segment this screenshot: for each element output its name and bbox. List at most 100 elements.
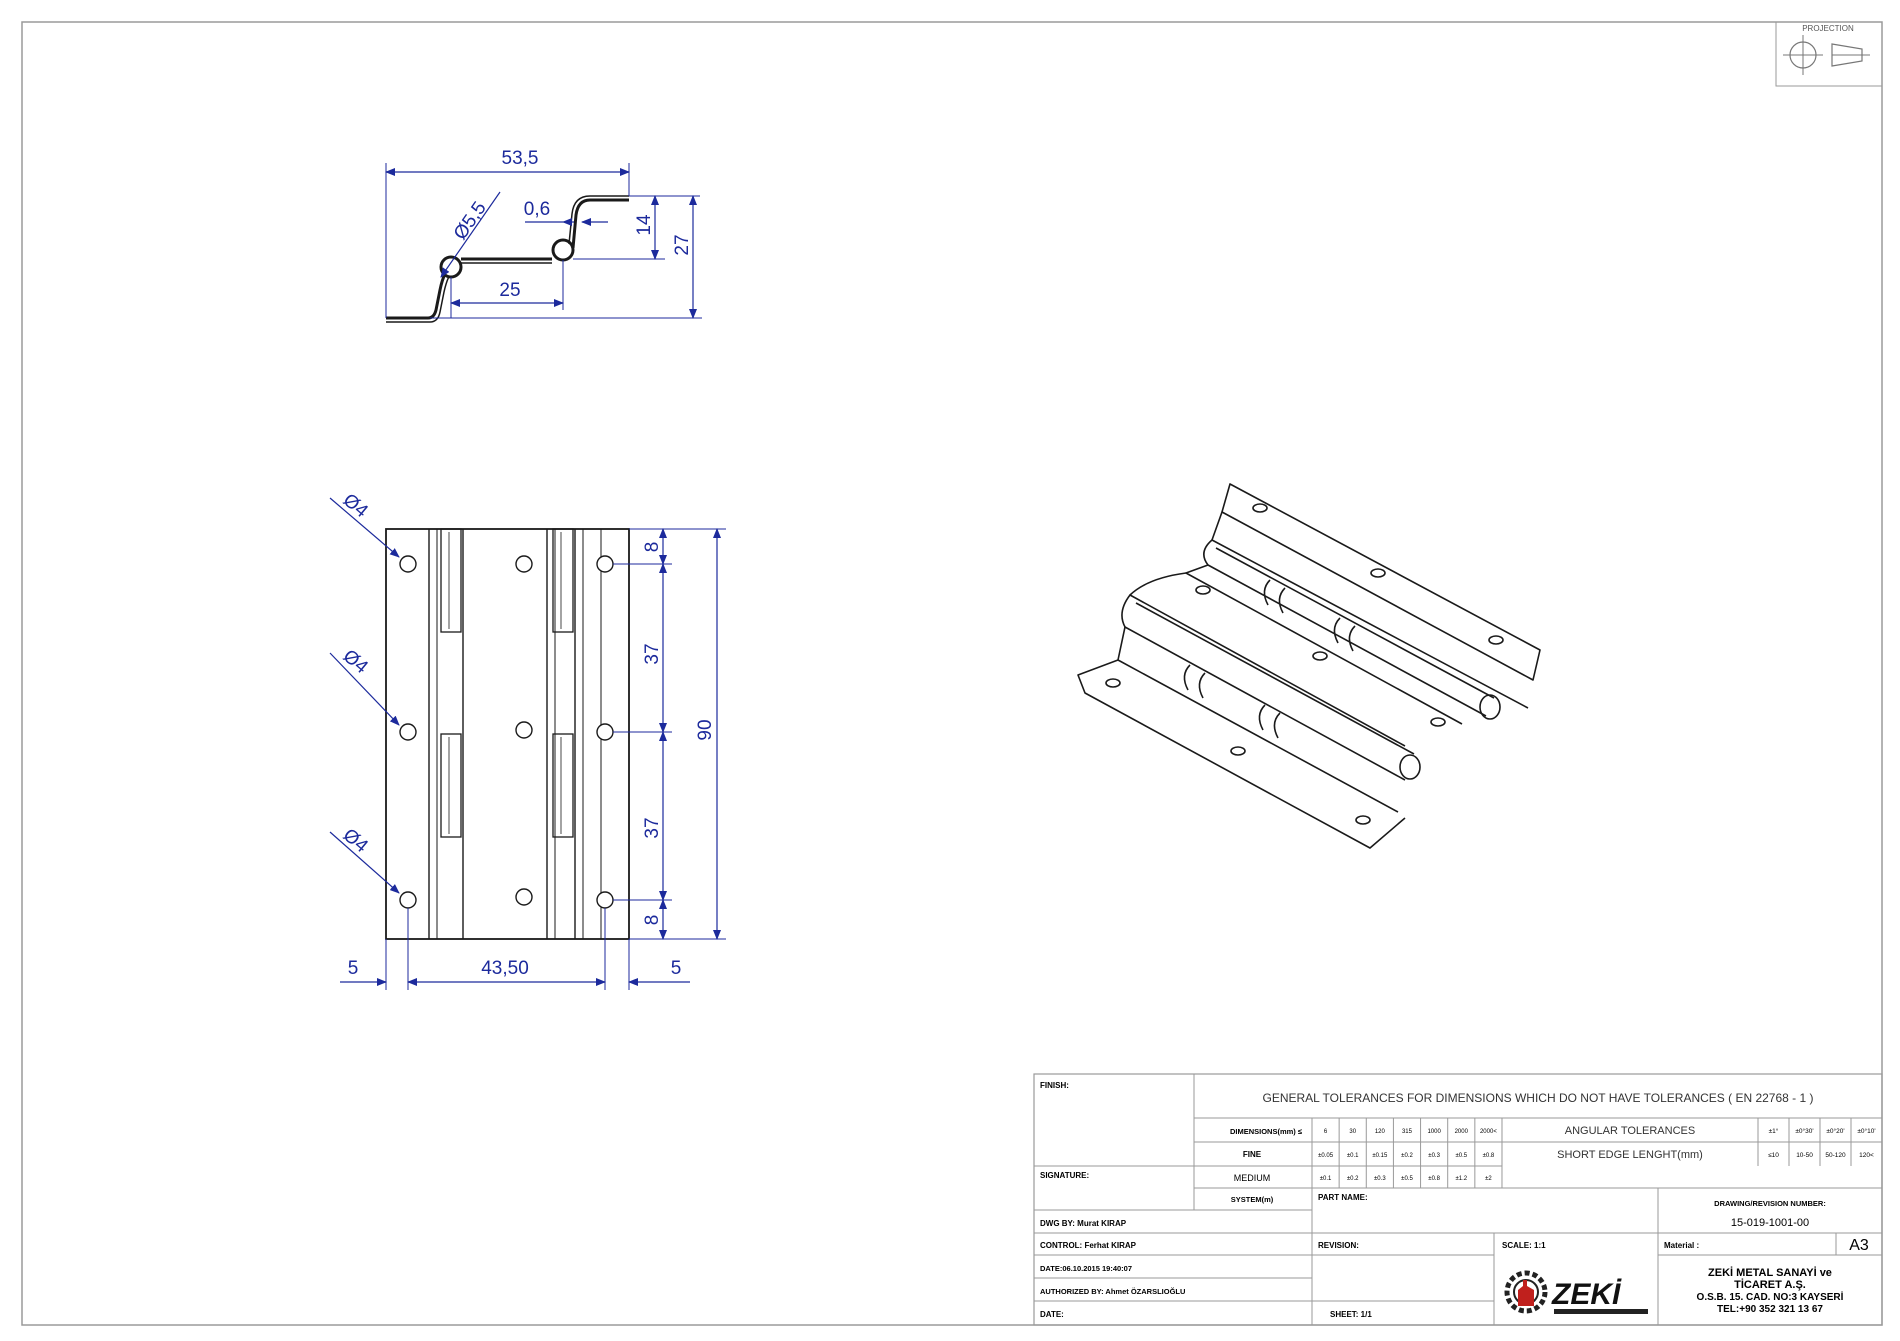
dwg-by: DWG BY: Murat KIRAP — [1040, 1219, 1127, 1228]
hole — [515, 721, 533, 739]
system-label: SYSTEM(m) — [1231, 1195, 1274, 1204]
fine-value-cell: ±0.3 — [1428, 1153, 1440, 1159]
hole — [399, 891, 417, 909]
medium-value-cell: ±0.3 — [1374, 1176, 1386, 1182]
hole — [399, 555, 417, 573]
profile-pin-left — [439, 255, 463, 279]
iso-hole — [1195, 585, 1211, 595]
fine-value-cell: ±0.8 — [1483, 1153, 1495, 1159]
building-icon — [1518, 1280, 1534, 1306]
fine-value-cell: ±0.05 — [1318, 1153, 1334, 1159]
isometric-view — [1077, 483, 1541, 849]
projection-cone-icon — [1831, 43, 1863, 67]
authorized-by: AUTHORIZED BY: Ahmet ÖZARSLIOĞLU — [1040, 1287, 1185, 1296]
angular-tolerances-label: ANGULAR TOLERANCES — [1565, 1125, 1695, 1137]
gear-icon — [1504, 1270, 1548, 1314]
logo-text: ZEKİ — [1551, 1278, 1622, 1311]
angular-value-cell: ±0°20' — [1826, 1127, 1844, 1135]
dim-edge-top: 8 — [642, 542, 663, 553]
dim-header-cell: 6 — [1324, 1129, 1328, 1135]
hole — [515, 888, 533, 906]
projection-label: PROJECTION — [1802, 24, 1854, 33]
dim-header-cell: 2000< — [1480, 1129, 1497, 1135]
medium-value-cell: ±0.8 — [1428, 1176, 1440, 1182]
dim-header-cell: 120 — [1375, 1129, 1386, 1135]
short-edge-value-cell: 120< — [1859, 1152, 1874, 1159]
iso-hole — [1370, 568, 1386, 578]
dim-header-cell: 30 — [1349, 1129, 1356, 1135]
projection-symbol: PROJECTION — [1775, 21, 1883, 87]
signature-label: SIGNATURE: — [1040, 1171, 1089, 1180]
general-tolerances-title: GENERAL TOLERANCES FOR DIMENSIONS WHICH … — [1262, 1091, 1813, 1105]
hole — [515, 555, 533, 573]
medium-value-cell: ±0.2 — [1347, 1176, 1359, 1182]
finish-label: FINISH: — [1040, 1081, 1069, 1090]
control-by: CONTROL: Ferhat KIRAP — [1040, 1241, 1137, 1250]
dim-hole-dia-top: Ø4 — [339, 490, 372, 523]
medium-value-cell: ±0.5 — [1401, 1176, 1413, 1182]
iso-hole — [1105, 678, 1121, 688]
dim-pin-spacing: 25 — [499, 280, 520, 301]
dim-pitch-lower: 37 — [642, 817, 663, 838]
hole — [596, 555, 614, 573]
dimensions-label: DIMENSIONS(mm) ≤ — [1230, 1127, 1302, 1136]
angular-value-cell: ±1° — [1769, 1127, 1779, 1135]
medium-value-cell: ±2 — [1485, 1176, 1492, 1182]
dim-hole-dia-mid: Ø4 — [339, 646, 372, 679]
company-line-1: ZEKİ METAL SANAYİ ve — [1708, 1266, 1832, 1279]
iso-hole — [1355, 815, 1371, 825]
fine-value-cell: ±0.1 — [1347, 1153, 1359, 1159]
medium-value-cell: ±1.2 — [1455, 1176, 1467, 1182]
company-line-2: TİCARET A.Ş. — [1734, 1278, 1806, 1291]
dim-thickness: 0,6 — [524, 199, 550, 220]
dim-header-cell: 315 — [1402, 1129, 1413, 1135]
dim-margin-left: 5 — [348, 958, 359, 979]
dim-pin-diameter: Ø5,5 — [450, 198, 491, 244]
iso-hole — [1312, 651, 1328, 661]
sheet-size: A3 — [1849, 1237, 1869, 1254]
title-block: FINISH: SIGNATURE: GENERAL TOLERANCES FO… — [1033, 1073, 1883, 1326]
dim-hole-span: 43,50 — [481, 958, 529, 979]
dim-height-total: 27 — [672, 234, 693, 255]
short-edge-label: SHORT EDGE LENGHT(mm) — [1557, 1149, 1703, 1161]
hole — [596, 723, 614, 741]
iso-hole — [1430, 717, 1446, 727]
fine-label: FINE — [1243, 1150, 1262, 1159]
sheet-label: SHEET: 1/1 — [1330, 1310, 1372, 1319]
hole — [399, 723, 417, 741]
dim-margin-right: 5 — [671, 958, 682, 979]
angular-value-cell: ±0°30' — [1795, 1127, 1813, 1135]
iso-hole — [1230, 746, 1246, 756]
dim-overall-height: 90 — [695, 719, 716, 740]
dim-hole-dia-bot: Ø4 — [339, 825, 372, 858]
company-line-3: O.S.B. 15. CAD. NO:3 KAYSERİ — [1697, 1290, 1844, 1303]
short-edge-value-cell: 10-50 — [1796, 1152, 1813, 1159]
dim-edge-bottom: 8 — [642, 915, 663, 926]
company-line-4: TEL:+90 352 321 13 67 — [1717, 1304, 1823, 1315]
dim-overall-width: 53,5 — [502, 148, 539, 169]
drawing-number-label: DRAWING/REVISION NUMBER: — [1714, 1199, 1826, 1208]
front-outline — [385, 528, 630, 940]
revision-label: REVISION: — [1318, 1241, 1359, 1250]
profile-view: 53,5 0,6 Ø5,5 25 14 27 — [385, 148, 702, 323]
drawing-number: 15-019-1001-00 — [1731, 1217, 1809, 1229]
medium-value-cell: ±0.1 — [1320, 1176, 1332, 1182]
iso-hole — [1488, 635, 1504, 645]
profile-pin-right — [551, 238, 575, 262]
date-label: DATE: — [1040, 1310, 1064, 1319]
medium-label: MEDIUM — [1234, 1173, 1271, 1183]
hole — [596, 891, 614, 909]
dim-header-cell: 2000 — [1455, 1129, 1469, 1135]
company-logo: ZEKİ — [1504, 1270, 1648, 1314]
fine-value-cell: ±0.5 — [1455, 1153, 1467, 1159]
fine-value-cell: ±0.15 — [1372, 1153, 1388, 1159]
angular-value-cell: ±0°10' — [1857, 1127, 1875, 1135]
fine-value-cell: ±0.2 — [1401, 1153, 1413, 1159]
material-label: Material : — [1664, 1241, 1699, 1250]
date-line: DATE:06.10.2015 19:40:07 — [1040, 1264, 1132, 1273]
front-view: Ø4 Ø4 Ø4 8 37 37 8 90 5 43,50 5 — [329, 490, 726, 990]
short-edge-value-cell: ≤10 — [1768, 1152, 1779, 1159]
dim-pitch-upper: 37 — [642, 643, 663, 664]
iso-hole — [1252, 503, 1268, 513]
